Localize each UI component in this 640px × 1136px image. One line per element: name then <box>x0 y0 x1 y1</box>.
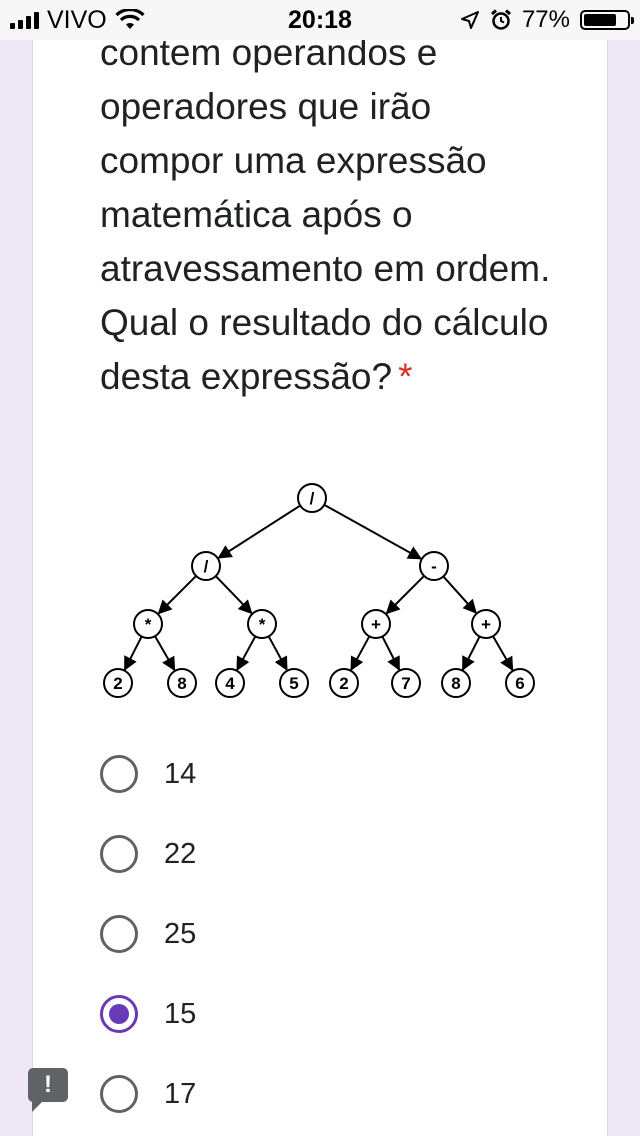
radio-button[interactable] <box>100 915 138 953</box>
tree-edge <box>350 635 371 672</box>
tree-node-label: * <box>145 615 152 634</box>
tree-edge <box>157 575 197 615</box>
tree-edge <box>442 575 477 614</box>
tree-node <box>167 668 197 698</box>
tree-edge <box>123 636 143 671</box>
option-label: 15 <box>164 997 197 1030</box>
tree-edge <box>385 575 425 615</box>
tree-edge <box>267 635 288 672</box>
tree-node <box>279 668 309 698</box>
tree-node-label: 5 <box>289 674 298 693</box>
tree-node <box>471 609 501 639</box>
tree-edge <box>217 504 301 559</box>
binary-tree-image: / / - * * + +2 8 4 5 2 7 8 6 <box>103 483 535 698</box>
tree-node-label: * <box>259 615 266 634</box>
tree-edge <box>381 636 401 671</box>
alarm-icon <box>490 9 511 30</box>
required-asterisk: * <box>398 356 413 397</box>
tree-node <box>361 609 391 639</box>
question-text: contem operandos e operadores que irão c… <box>100 32 551 397</box>
tree-node <box>391 668 421 698</box>
tree-node <box>441 668 471 698</box>
radio-button[interactable] <box>100 1075 138 1113</box>
battery-level <box>584 14 617 26</box>
feedback-glyph: ! <box>44 1071 52 1098</box>
carrier-name: VIVO <box>47 5 107 34</box>
tree-node-label: - <box>431 557 437 576</box>
option-label: 22 <box>164 837 197 870</box>
option-15[interactable]: 15 <box>100 992 196 1036</box>
radio-button[interactable] <box>100 755 138 793</box>
tree-node-label: 4 <box>225 674 235 693</box>
radio-button-checked[interactable] <box>100 995 138 1033</box>
tree-edge <box>461 636 481 671</box>
tree-node <box>419 551 449 581</box>
tree-edge <box>154 635 176 672</box>
tree-node-label: 8 <box>451 674 460 693</box>
option-label: 17 <box>164 1077 197 1110</box>
tree-edge <box>215 575 253 615</box>
tree-node <box>103 668 133 698</box>
battery-icon <box>580 10 634 30</box>
tree-node <box>133 609 163 639</box>
tree-node <box>191 551 221 581</box>
tree-node-label: 6 <box>515 674 524 693</box>
tree-node <box>329 668 359 698</box>
location-arrow-icon <box>460 11 479 29</box>
radio-button[interactable] <box>100 835 138 873</box>
radio-dot <box>109 1004 129 1024</box>
tree-node <box>247 609 277 639</box>
status-bar: VIVO 20:18 77% <box>0 0 640 40</box>
tree-node-label: / <box>310 489 315 508</box>
tree-node <box>297 483 327 513</box>
option-label: 14 <box>164 757 197 790</box>
option-22[interactable]: 22 <box>100 832 196 876</box>
tree-node-label: + <box>481 615 491 634</box>
tree-node <box>215 668 245 698</box>
tree-edge <box>323 503 423 560</box>
option-14[interactable]: 14 <box>100 752 196 796</box>
option-label: 25 <box>164 917 197 950</box>
battery-percent: 77% <box>521 6 570 33</box>
tree-edge <box>236 635 257 672</box>
tree-node-label: + <box>371 615 381 634</box>
tree-edge <box>492 635 514 672</box>
wifi-icon <box>115 9 145 29</box>
tree-node-label: 2 <box>113 674 122 693</box>
tree-node-label: 8 <box>177 674 186 693</box>
signal-strength-icon <box>10 11 39 29</box>
option-17[interactable]: 17 <box>100 1072 196 1116</box>
report-feedback-icon[interactable]: ! <box>28 1068 68 1112</box>
tree-node-label: 7 <box>401 674 410 693</box>
tree-node <box>505 668 535 698</box>
tree-node-label: 2 <box>339 674 348 693</box>
option-25[interactable]: 25 <box>100 912 196 956</box>
question-title: contem operandos e operadores que irão c… <box>100 26 560 404</box>
tree-node-label: / <box>204 557 209 576</box>
